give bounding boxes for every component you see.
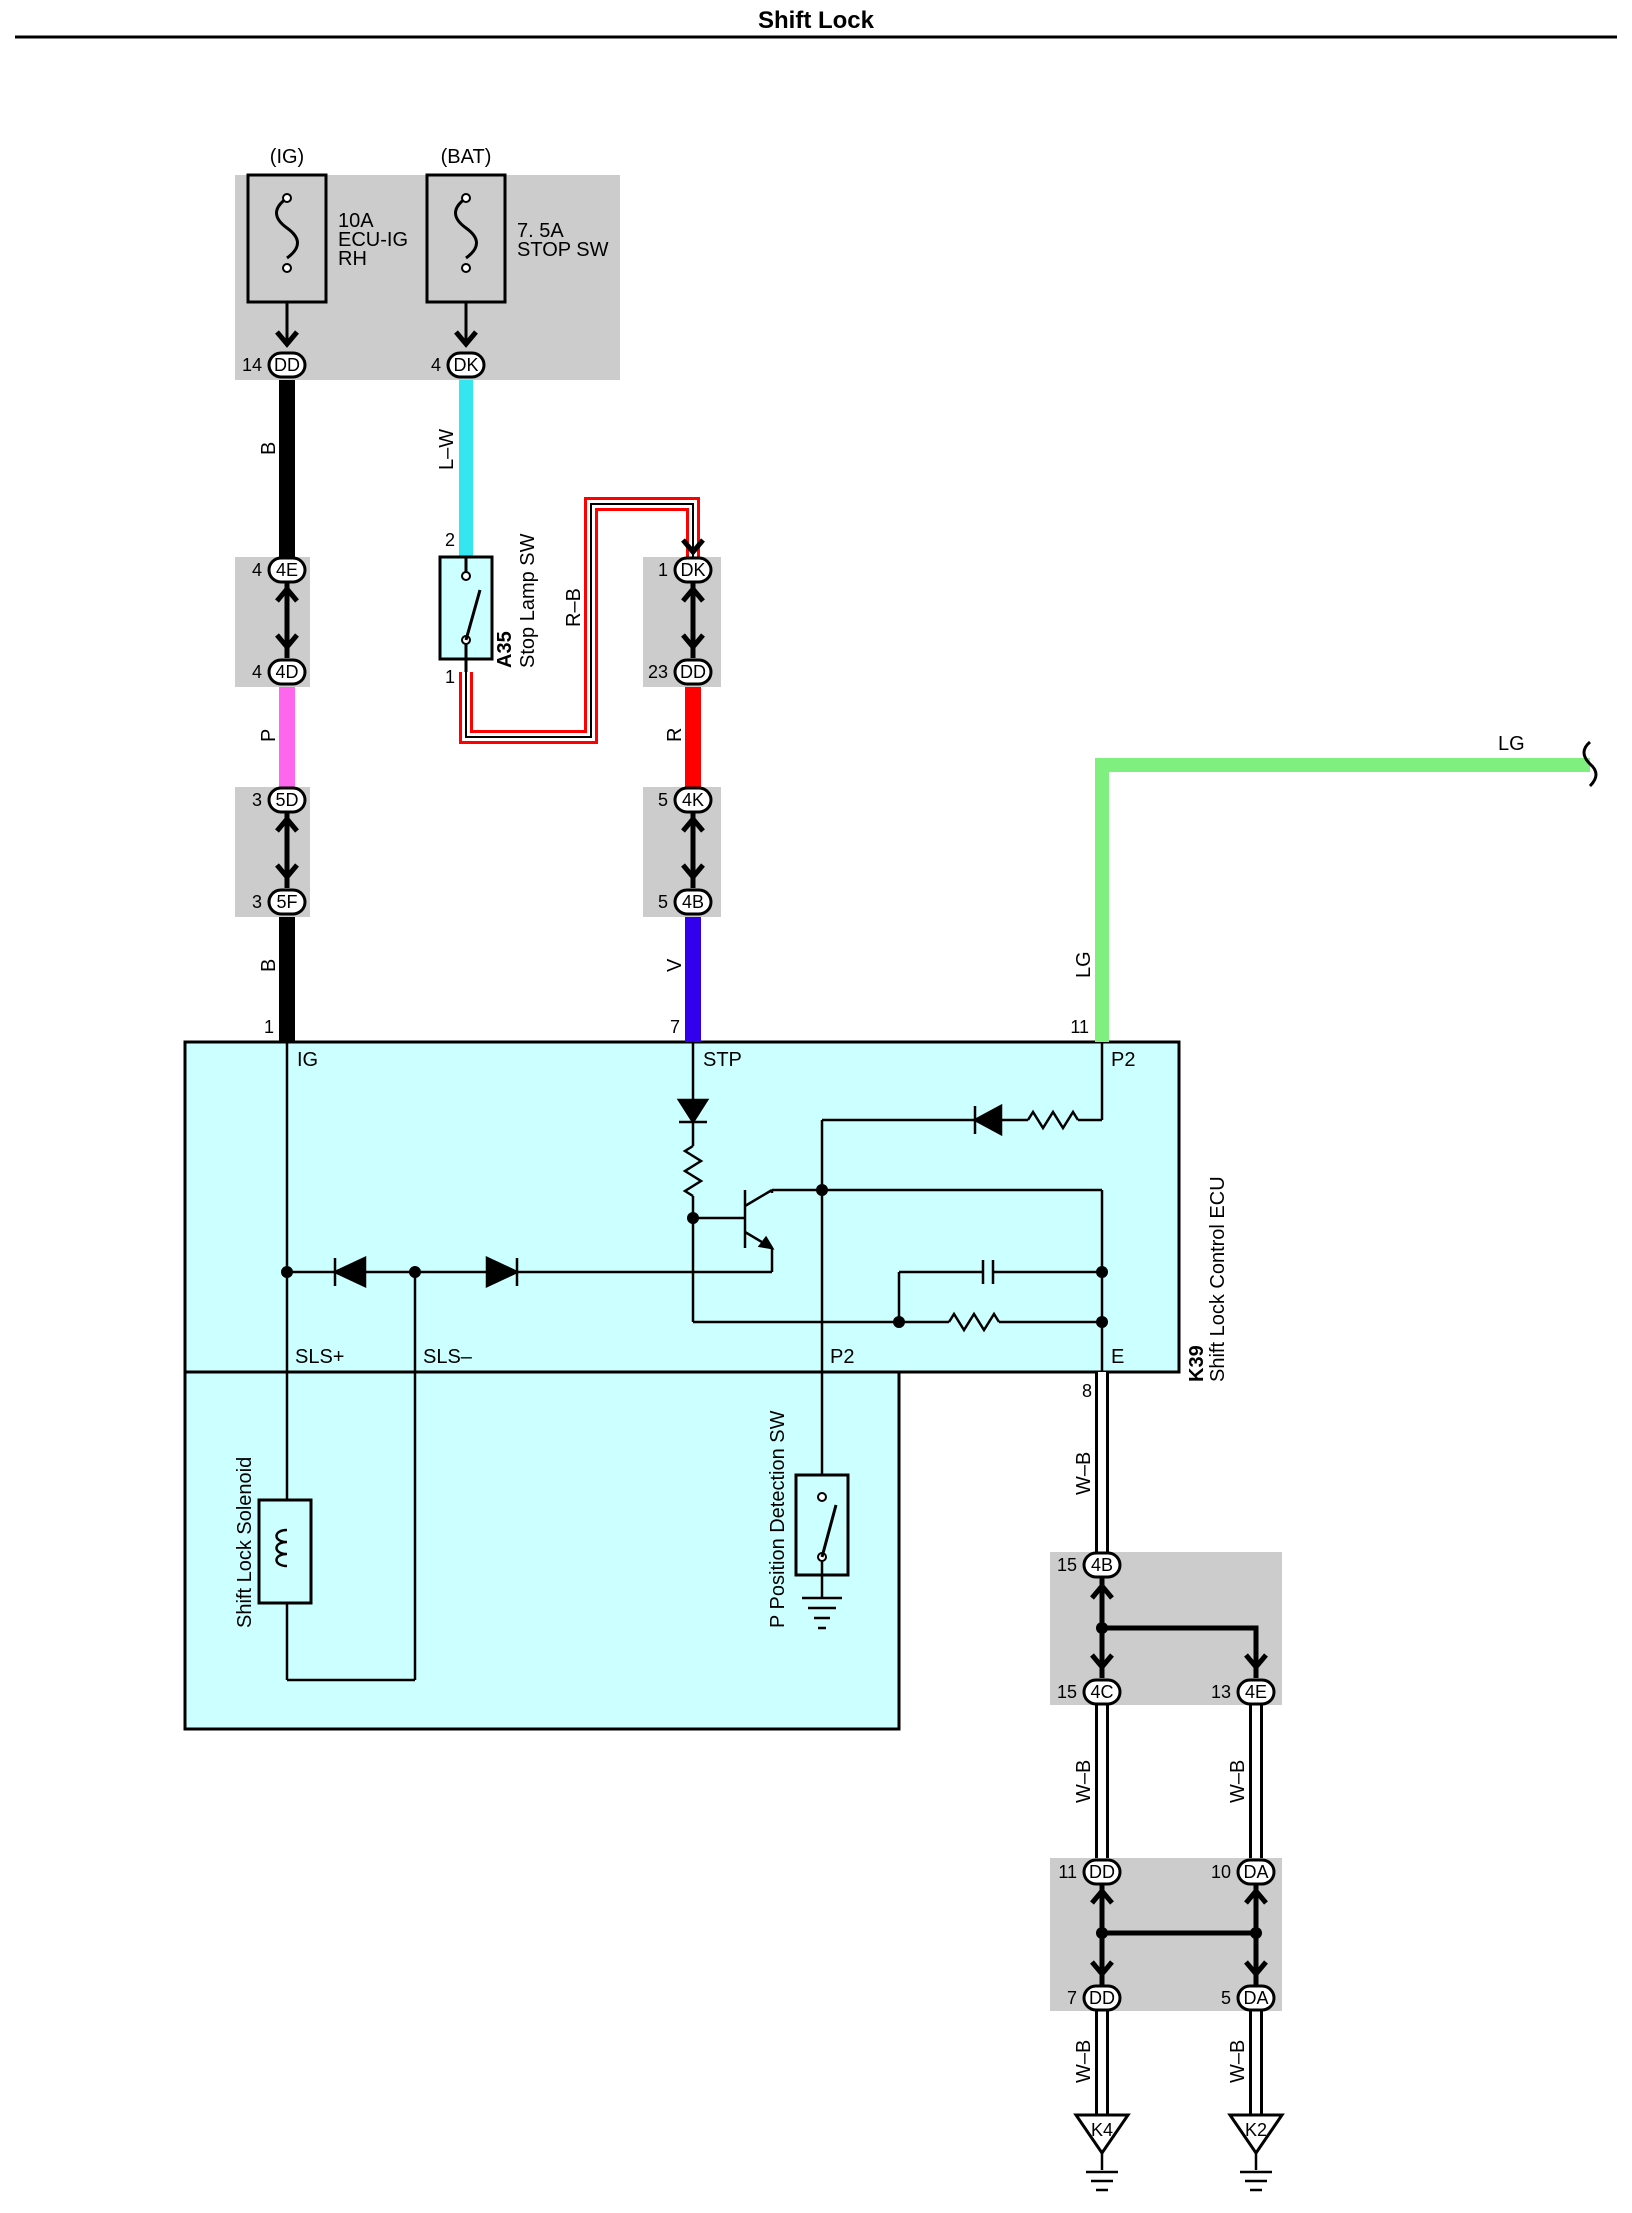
stop-sw-code: A35 [494,631,516,668]
fuse-ig-rating: 10A [338,210,374,232]
solenoid-icon [257,1498,313,1615]
conn-pin: 7 [1067,1988,1077,2008]
conn-code: 5D [275,790,298,810]
conn-code: 4B [682,892,704,912]
wire-label: R [664,728,686,742]
conn-pin: 11 [1058,1862,1077,1882]
conn-code: DD [1089,1862,1115,1882]
ecu-name: Shift Lock Control ECU [1207,1176,1229,1382]
wire-label: R–B [563,588,585,627]
diode-icons [332,1098,1003,1288]
conn-pin: 4 [431,355,441,375]
terminal-p2-top: P2 [1111,1049,1135,1071]
ecu-pin-stp: 7 [670,1017,680,1037]
terminal-sls-minus: SLS– [423,1346,473,1368]
conn-code: 4K [682,790,704,810]
ecu-pin-p2: 11 [1070,1017,1089,1037]
terminal-sls-plus: SLS+ [295,1346,344,1368]
page-title: Shift Lock [758,7,875,34]
conn-pin: 5 [1221,1988,1231,2008]
fuse-ig-name: ECU-IG [338,229,408,251]
stop-sw-name: Stop Lamp SW [517,533,539,668]
wire-label: LG [1498,733,1525,755]
wire-label: B [258,959,280,972]
conn-code: DK [453,355,478,375]
conn-pin: 4 [252,560,262,580]
wire-label: LG [1073,951,1095,978]
ground-k2 [1227,2113,1285,2192]
fuse-bat-source: (BAT) [441,146,492,168]
conn-pin: 13 [1211,1682,1231,1702]
conn-pin: 14 [242,355,262,375]
wire-break-icon [1582,740,1598,788]
connector-labels: DD 14 DK 4 4E 4 4D 4 5D 3 5F 3 DK 1 DD 2… [242,355,1269,2008]
p-switch-name: P Position Detection SW [767,1410,789,1628]
conn-code: 4C [1090,1682,1113,1702]
conn-pin: 15 [1057,1682,1077,1702]
conn-code: DK [680,560,705,580]
terminal-e: E [1111,1346,1124,1368]
ecu-pin-ig: 1 [264,1017,274,1037]
conn-pin: 3 [252,790,262,810]
wire-red-black [459,497,700,744]
wire-label: W–B [1073,2040,1095,2083]
wire-label: L–W [436,429,458,470]
conn-code: DD [274,355,300,375]
conn-pin: 15 [1057,1555,1077,1575]
conn-code: 4B [1091,1555,1113,1575]
fuse-bat-rating: 7. 5A [517,220,564,242]
wire-label: V [664,958,686,972]
ground-k2-label: K2 [1245,2120,1267,2140]
conn-code: DA [1243,1862,1268,1882]
solenoid-name: Shift Lock Solenoid [234,1457,256,1628]
wire-label: W–B [1227,1760,1249,1803]
ecu-junction-dots [281,1184,1108,1328]
ecu-code: K39 [1186,1345,1208,1382]
fuse-ig-source: (IG) [270,146,304,168]
stop-sw-pin-bottom: 1 [445,667,455,687]
wire-label: W–B [1073,1760,1095,1803]
terminal-stp: STP [703,1049,742,1071]
terminal-ig: IG [297,1049,318,1071]
wire-white-black [1095,1372,1263,2115]
wire-color-labels: B L–W R–B P R B V LG LG W–B W–B W–B W–B … [258,429,1525,2083]
conn-code: 4E [276,560,298,580]
conn-code: DA [1243,1988,1268,2008]
conn-code: 4D [275,662,298,682]
terminal-p2-bottom: P2 [830,1346,854,1368]
conn-code: DD [680,662,706,682]
wire-label: W–B [1227,2040,1249,2083]
wire-label: B [258,442,280,455]
wire-label: P [258,729,280,742]
wire-label: W–B [1073,1452,1095,1495]
ground-k4 [1073,2113,1131,2192]
junction-dots [1096,1622,1262,1939]
conn-code: DD [1089,1988,1115,2008]
conn-pin: 3 [252,892,262,912]
conn-code: 5F [276,892,297,912]
ground-k4-label: K4 [1091,2120,1113,2140]
ecu-pin-e: 8 [1082,1381,1092,1401]
conn-pin: 10 [1211,1862,1231,1882]
stop-sw-pin-top: 2 [445,530,455,550]
p-switch-icon [794,1473,850,1598]
conn-pin: 23 [648,662,668,682]
stop-lamp-switch-icon [438,555,494,672]
fuse-ig-name-2: RH [338,248,367,270]
conn-pin: 4 [252,662,262,682]
conn-code: 4E [1245,1682,1267,1702]
ground-icon [802,1596,842,1630]
wire-light-green [1095,758,1590,1042]
conn-pin: 5 [658,790,668,810]
fuse-ecu-ig-rh [246,173,328,304]
fuse-bat-name: STOP SW [517,239,609,261]
conn-pin: 5 [658,892,668,912]
conn-pin: 1 [658,560,668,580]
